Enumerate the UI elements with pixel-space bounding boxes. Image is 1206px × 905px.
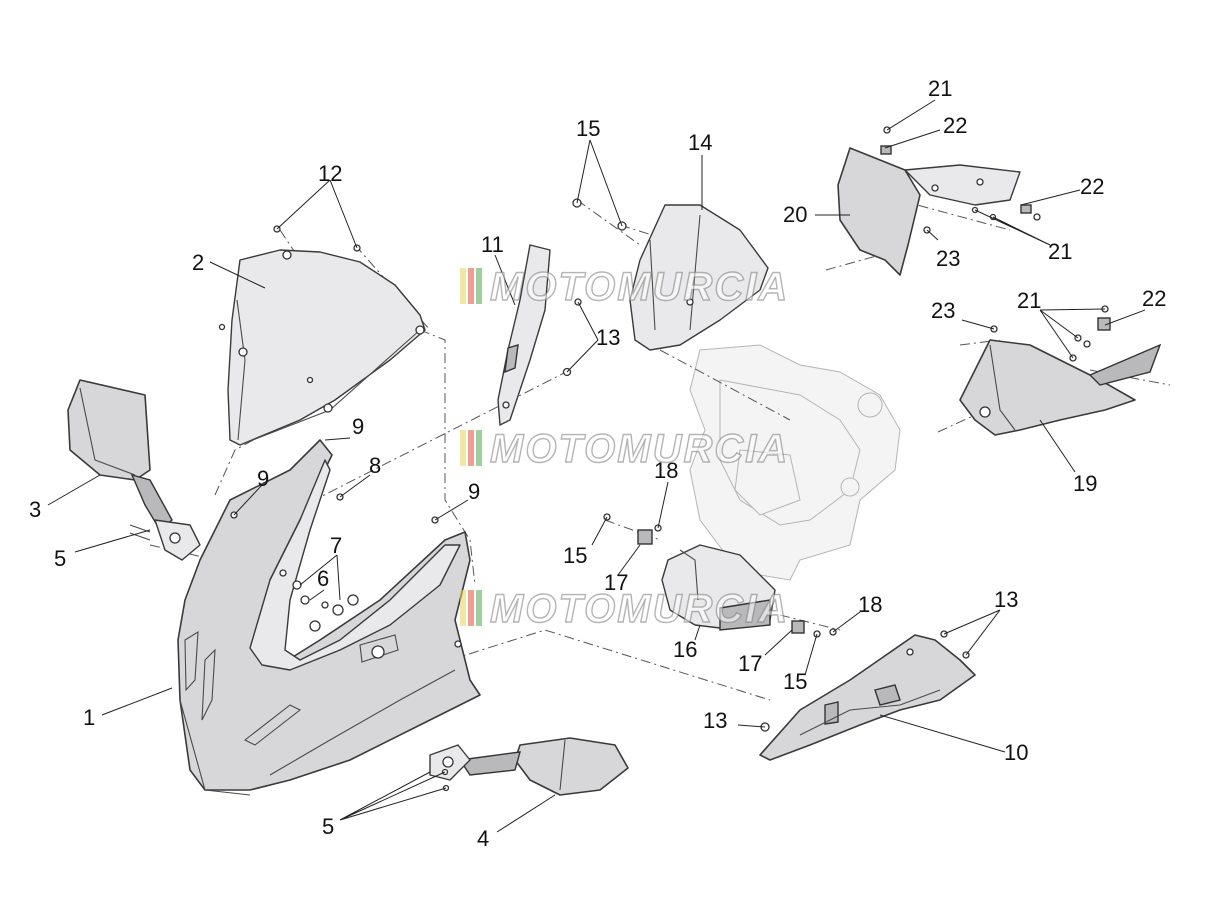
grommet-6a: [300, 595, 310, 605]
watermark-text: MOTOMURCIA: [490, 587, 789, 631]
label-13c: 13: [703, 708, 727, 733]
grommet-7a: [292, 580, 302, 590]
label-21b: 21: [1048, 239, 1072, 264]
label-3: 3: [29, 497, 41, 522]
label-18b: 18: [858, 592, 882, 617]
label-15b: 15: [563, 543, 587, 568]
label-19: 19: [1073, 471, 1097, 496]
label-6: 6: [317, 566, 329, 591]
label-1: 1: [83, 705, 95, 730]
instrument-cover-part-14: [629, 204, 769, 351]
label-22b: 22: [1080, 174, 1104, 199]
label-9c: 9: [468, 479, 480, 504]
label-5b: 5: [322, 814, 334, 839]
label-7: 7: [330, 533, 342, 558]
label-13b: 13: [994, 587, 1018, 612]
right-cowl-part-19: [959, 339, 1162, 436]
label-22a: 22: [943, 113, 967, 138]
clip-17b: [791, 620, 805, 634]
screw-5b: [129, 532, 151, 541]
label-18a: 18: [654, 458, 678, 483]
label-22c: 22: [1142, 286, 1166, 311]
label-15c: 15: [783, 669, 807, 694]
label-2: 2: [192, 250, 204, 275]
left-inner-panel-part-11: [497, 244, 551, 426]
watermark-text: MOTOMURCIA: [490, 427, 789, 471]
label-12: 12: [318, 161, 342, 186]
label-20: 20: [783, 202, 807, 227]
label-8: 8: [369, 453, 381, 478]
watermark-2: MOTOMURCIA: [460, 426, 789, 472]
label-10: 10: [1004, 740, 1028, 765]
label-17a: 17: [604, 570, 628, 595]
label-17b: 17: [738, 651, 762, 676]
label-14: 14: [688, 130, 712, 155]
clip-17a: [637, 529, 653, 545]
screw-2a: [218, 323, 226, 331]
label-15a: 15: [576, 116, 600, 141]
clip-22c: [1097, 317, 1111, 331]
label-23b: 23: [931, 298, 955, 323]
frame-ghost: [689, 344, 901, 581]
front-fairing-part-1: [177, 439, 481, 796]
clip-22a: [880, 145, 892, 155]
label-9a: 9: [352, 414, 364, 439]
part-labels: 1 2 3 4 5 5 6 7 8 9 9 9 10 11 12 13 13 1…: [29, 76, 1166, 851]
upper-bracket-panel-part-20: [837, 147, 1021, 276]
label-11: 11: [481, 232, 504, 257]
leader-lines: [47, 99, 1146, 833]
label-5a: 5: [54, 546, 66, 571]
label-23a: 23: [936, 246, 960, 271]
right-mirror-part-4: [429, 737, 629, 796]
label-16: 16: [673, 637, 697, 662]
label-21a: 21: [928, 76, 952, 101]
left-mirror-part-3: [67, 379, 201, 561]
label-4: 4: [477, 826, 489, 851]
label-21c: 21: [1017, 288, 1041, 313]
windscreen-part-2: [227, 249, 426, 446]
label-13a: 13: [596, 325, 620, 350]
lower-side-panel-part-10: [759, 634, 976, 761]
inner-cowl-part-16: [661, 544, 776, 631]
clip-22b: [1020, 204, 1032, 214]
watermark-1: MOTOMURCIA: [460, 264, 789, 310]
label-9b: 9: [257, 466, 269, 491]
watermark-3: MOTOMURCIA: [460, 586, 789, 632]
screw-2b: [306, 376, 314, 384]
screw-21h: [1083, 340, 1091, 348]
screw-21b: [1033, 213, 1041, 221]
watermark-text: MOTOMURCIA: [490, 265, 789, 309]
